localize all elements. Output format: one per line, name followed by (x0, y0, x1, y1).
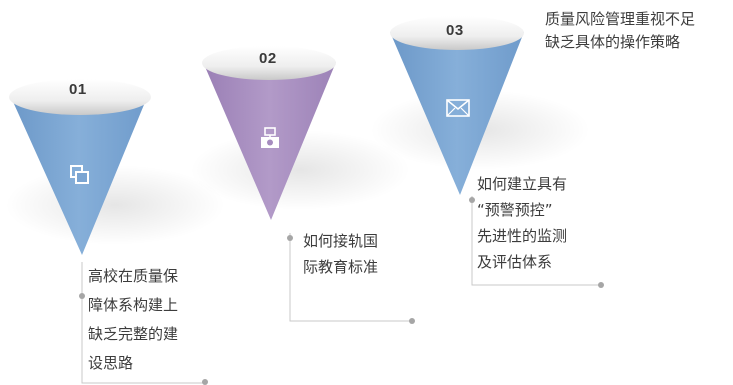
cone-cap-1 (9, 79, 151, 115)
step-text-1: 高校在质量保 障体系构建上 缺乏完整的建 设思路 (88, 267, 179, 372)
cone-cap-3 (390, 16, 524, 50)
connector-dot-2a (287, 235, 293, 241)
top-note: 质量风险管理重视不足 缺乏具体的操作策略 (545, 10, 696, 51)
connector-dot-1a (79, 293, 85, 299)
connector-line-3 (471, 196, 601, 286)
connector-dot-2b (409, 318, 415, 324)
connector-dot-3a (469, 197, 475, 203)
step-number-2: 02 (259, 50, 277, 67)
copy-icon (69, 164, 91, 186)
step-text-3: 如何建立具有 “预警预控” 先进性的监测 及评估体系 (477, 175, 568, 271)
camera-icon (259, 127, 281, 149)
cone-step-3 (390, 16, 524, 195)
step-number-3: 03 (446, 22, 464, 39)
connector-dot-3b (598, 282, 604, 288)
connector-line-1 (81, 262, 205, 384)
step-number-1: 01 (69, 81, 87, 98)
step-text-2: 如何接轨国 际教育标准 (303, 232, 379, 276)
cone-cap-2 (202, 46, 336, 80)
connector-dot-1b (202, 379, 208, 385)
cone-body-3 (390, 32, 524, 195)
connector-line-2 (289, 233, 412, 322)
envelope-icon (446, 99, 470, 117)
